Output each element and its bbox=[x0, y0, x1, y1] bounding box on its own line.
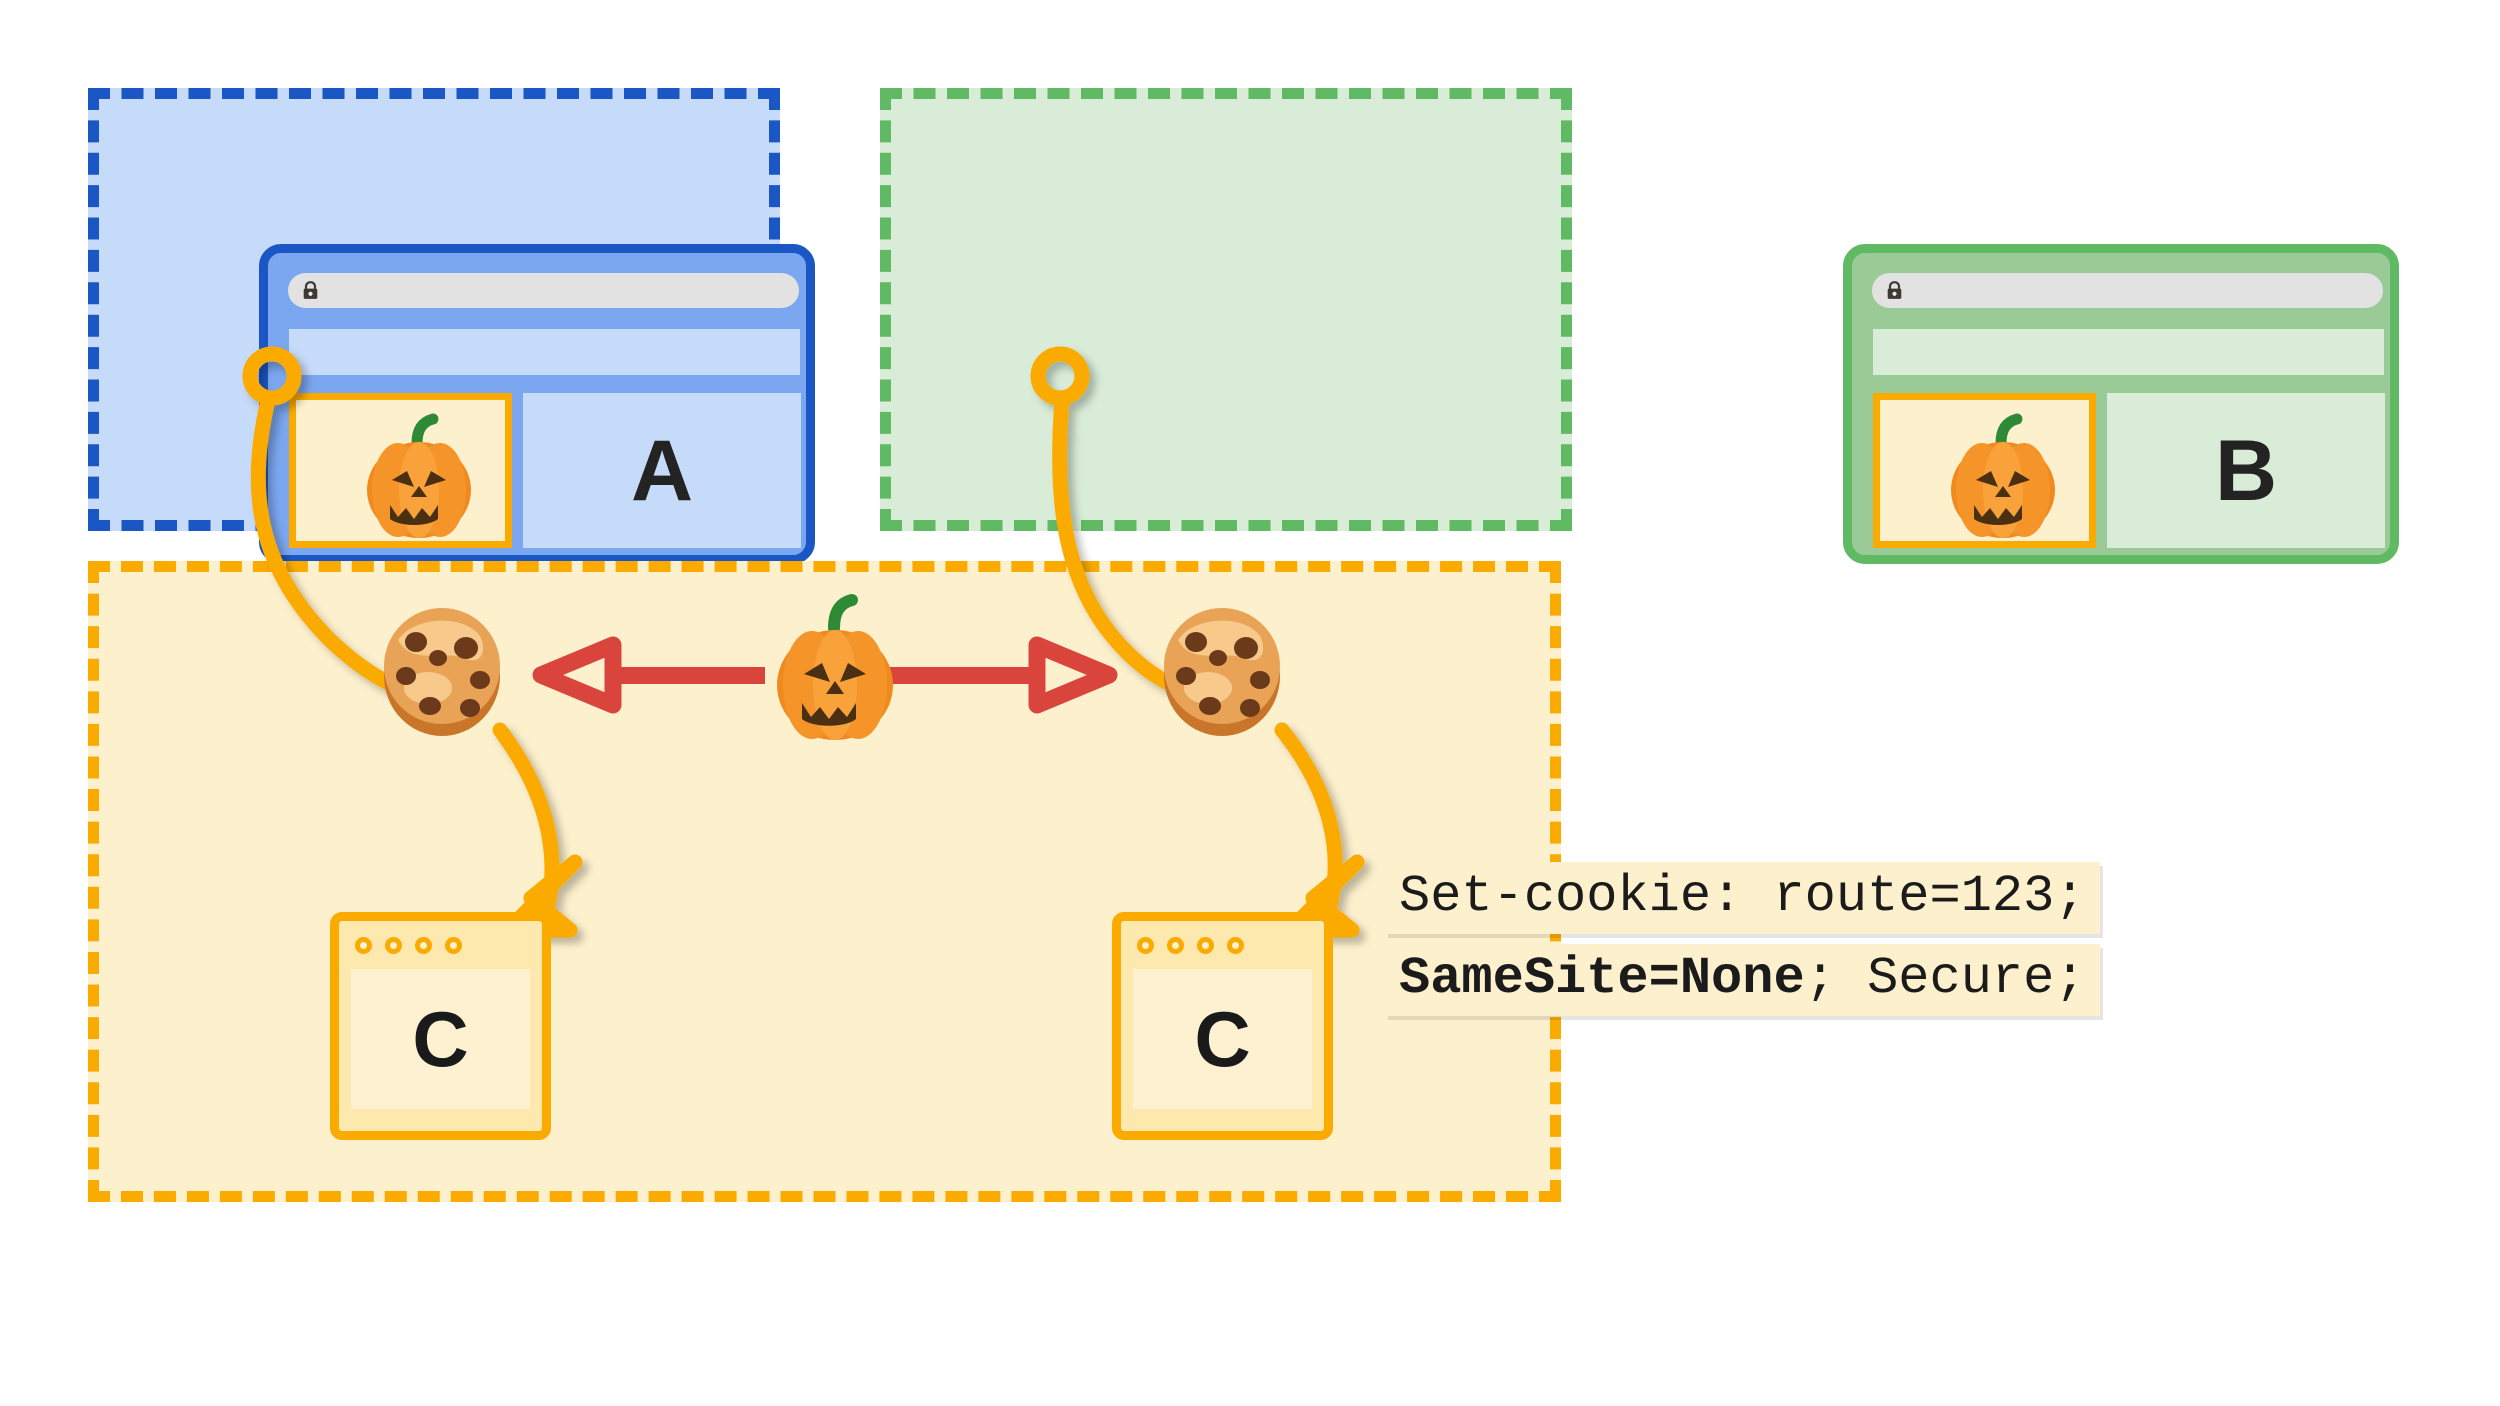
browser-toolbar-b bbox=[1873, 329, 2384, 375]
server-body: C bbox=[351, 969, 530, 1109]
code-samesite-none: SameSite=None bbox=[1399, 949, 1805, 1009]
browser-window-b: B bbox=[1843, 244, 2399, 564]
window-dot-icon bbox=[415, 936, 432, 954]
server-letter: C bbox=[412, 995, 469, 1083]
browser-content-b: B bbox=[1873, 393, 2385, 548]
window-dot-icon bbox=[1197, 936, 1214, 954]
pumpkin-icon bbox=[1938, 410, 2068, 545]
page-panel-b: B bbox=[2107, 393, 2385, 548]
page-panel-a: A bbox=[523, 393, 801, 548]
browser-window-a: A bbox=[259, 244, 815, 564]
server-titlebar bbox=[339, 921, 542, 969]
site-letter-a: A bbox=[630, 422, 694, 519]
pumpkin-icon bbox=[354, 410, 484, 545]
lock-icon bbox=[302, 281, 319, 300]
context-box-site-b: B bbox=[880, 88, 2399, 564]
double-headed-arrow-icon bbox=[525, 630, 1125, 720]
url-bar-a[interactable] bbox=[288, 273, 799, 308]
site-letter-b: B bbox=[2214, 422, 2278, 519]
lock-icon bbox=[1886, 281, 1903, 300]
url-bar-b[interactable] bbox=[1872, 273, 2383, 308]
server-body: C bbox=[1133, 969, 1312, 1109]
window-dot-icon bbox=[1137, 936, 1154, 954]
code-secure: ; Secure; bbox=[1804, 949, 2086, 1009]
set-cookie-code-label: Set-cookie: route=123; SameSite=None; Se… bbox=[1385, 862, 2100, 1017]
code-line-1: Set-cookie: route=123; bbox=[1385, 862, 2100, 935]
browser-toolbar-a bbox=[289, 329, 800, 375]
server-left: C bbox=[330, 912, 551, 1140]
server-letter: C bbox=[1194, 995, 1251, 1083]
cookie-icon bbox=[1148, 596, 1296, 744]
window-dot-icon bbox=[385, 936, 402, 954]
third-party-iframe-b[interactable] bbox=[1873, 393, 2096, 548]
server-titlebar bbox=[1121, 921, 1324, 969]
code-line-2: SameSite=None; Secure; bbox=[1385, 944, 2100, 1017]
window-dot-icon bbox=[1227, 936, 1244, 954]
server-right: C bbox=[1112, 912, 1333, 1140]
window-dot-icon bbox=[1167, 936, 1184, 954]
browser-content-a: A bbox=[289, 393, 801, 548]
pumpkin-icon bbox=[762, 590, 908, 746]
cookie-icon bbox=[368, 596, 516, 744]
context-box-site-a: A bbox=[88, 88, 815, 564]
window-dot-icon bbox=[445, 936, 462, 954]
window-dot-icon bbox=[355, 936, 372, 954]
third-party-iframe-a[interactable] bbox=[289, 393, 512, 548]
